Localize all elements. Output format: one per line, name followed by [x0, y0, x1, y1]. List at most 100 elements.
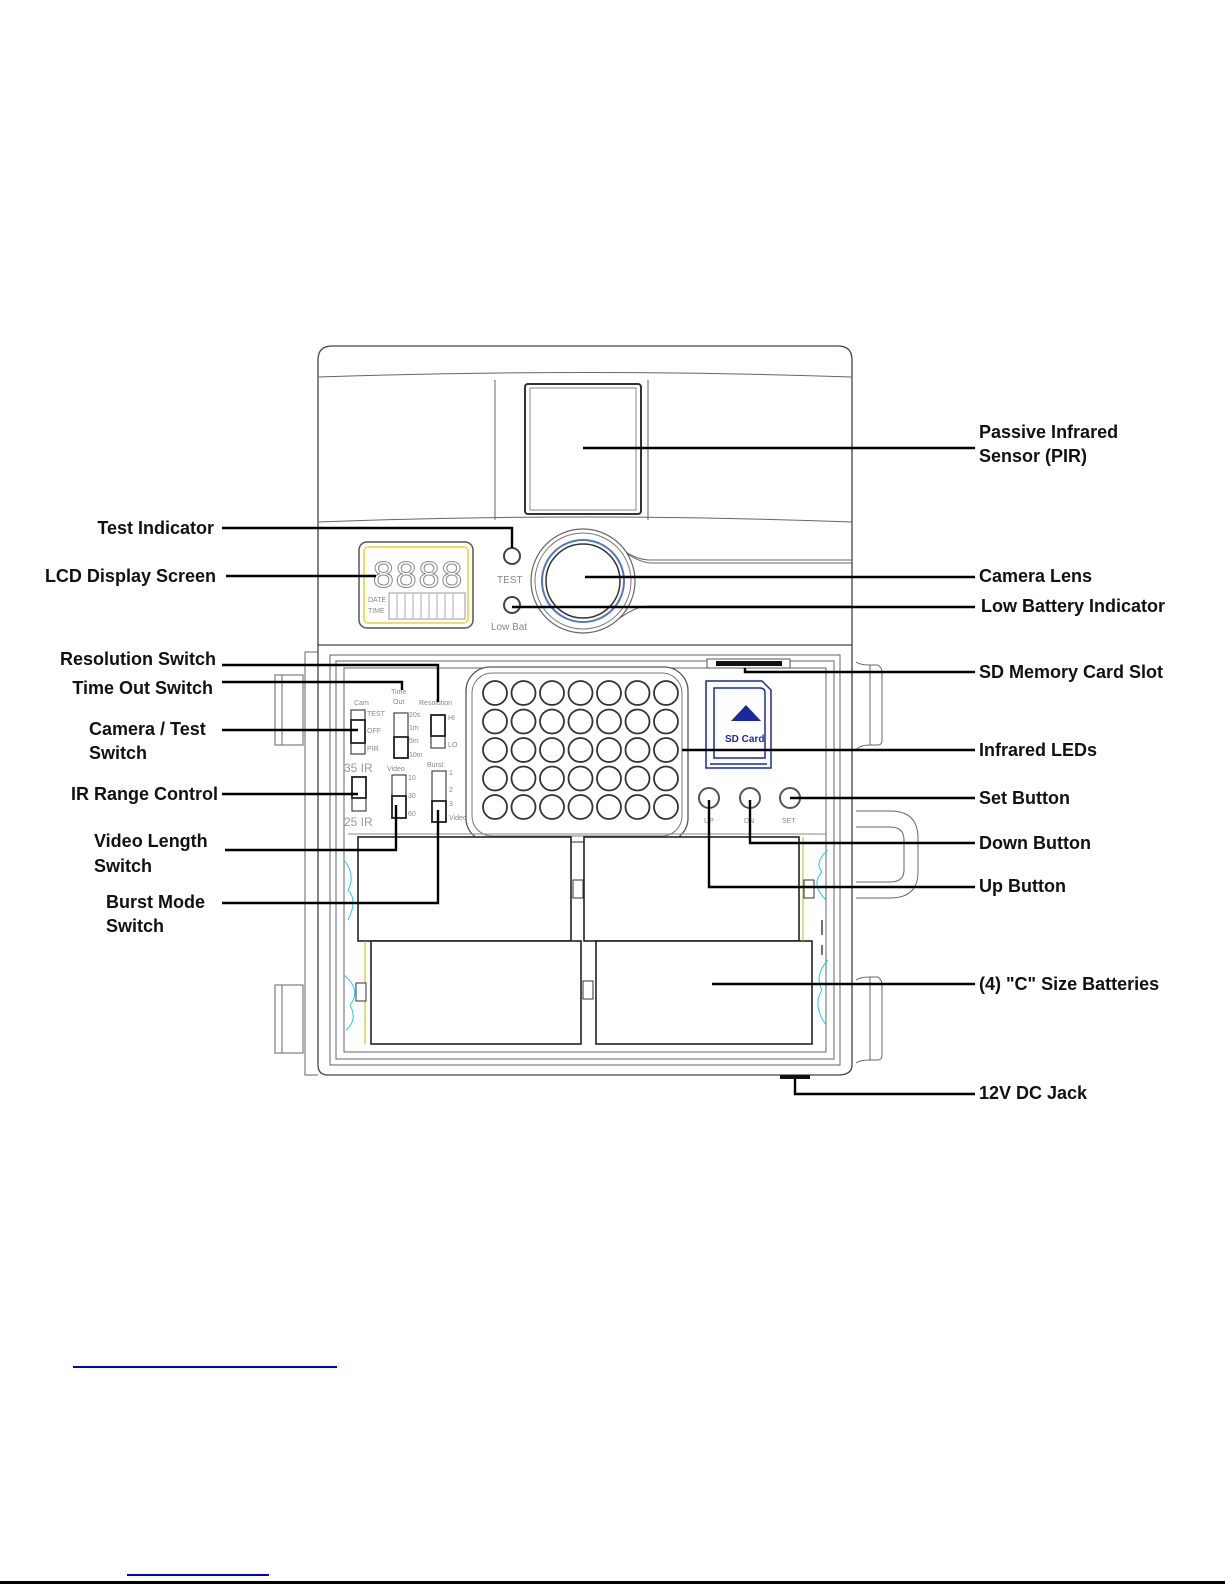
infrared-led: [596, 794, 622, 820]
test-indicator-led: [503, 547, 521, 565]
cam-option-test: TEST: [367, 711, 386, 718]
label-low-battery-indicator: Low Battery Indicator: [981, 596, 1165, 616]
label-ir-range-control: IR Range Control: [71, 784, 218, 804]
cam-option-pir: PIR: [367, 746, 379, 753]
battery-3: [370, 940, 582, 1045]
video-option-30: 30: [408, 793, 416, 800]
empty-link[interactable]: [73, 1366, 337, 1368]
infrared-led: [539, 794, 565, 820]
resolution-switch[interactable]: [430, 714, 446, 749]
label-c-size-batteries: (4) "C" Size Batteries: [979, 974, 1159, 994]
time-out-option-5m: 5m: [409, 738, 419, 745]
infrared-led: [567, 794, 594, 820]
bottom-divider: [0, 1581, 1225, 1584]
ir-35-label: 35 IR: [344, 761, 373, 775]
labels-right: Passive Infrared Sensor (PIR) Camera Len…: [979, 422, 1165, 1103]
lcd-date-label: DATE: [368, 597, 386, 604]
infrared-led: [653, 680, 679, 706]
infrared-led: [596, 680, 622, 706]
label-time-out-switch: Time Out Switch: [72, 678, 213, 698]
empty-link[interactable]: [127, 1574, 269, 1576]
eject-arrow-icon: [731, 705, 761, 721]
resolution-option-lo: LO: [448, 742, 458, 749]
label-burst-mode-switch-1: Burst Mode: [106, 892, 205, 912]
battery-spring-icon: [817, 959, 829, 1026]
infrared-led: [510, 737, 537, 763]
infrared-led: [653, 794, 679, 820]
lcd-digits: 8888: [372, 556, 463, 599]
infrared-led: [539, 708, 565, 735]
label-sd-memory-card-slot: SD Memory Card Slot: [979, 662, 1163, 682]
infrared-led: [596, 737, 622, 763]
infrared-led: [510, 794, 537, 820]
infrared-led: [624, 708, 651, 735]
infrared-led: [624, 765, 651, 792]
set-button-label: SET: [782, 818, 796, 825]
battery-1: [357, 836, 572, 942]
infrared-led: [596, 765, 622, 792]
cam-switch[interactable]: [350, 709, 366, 755]
infrared-led-array: [465, 666, 689, 843]
infrared-led: [624, 737, 651, 763]
cam-option-off: OFF: [367, 728, 381, 735]
labels-left: Test Indicator LCD Display Screen Resolu…: [45, 518, 218, 936]
battery-compartment: [343, 833, 829, 1045]
test-label: TEST: [497, 575, 523, 586]
camera-housing: [274, 345, 919, 1076]
infrared-led: [624, 794, 651, 820]
infrared-led: [653, 708, 679, 735]
label-infrared-leds: Infrared LEDs: [979, 740, 1097, 760]
sd-card-label: SD Card: [725, 734, 764, 745]
time-out-title-1: Time: [391, 689, 406, 696]
infrared-led: [567, 737, 594, 763]
infrared-led: [510, 708, 537, 735]
battery-spring-icon: [816, 849, 829, 901]
battery-spring-icon: [343, 859, 354, 921]
label-camera-test-switch-2: Switch: [89, 743, 147, 763]
infrared-led: [653, 765, 679, 792]
sd-card: SD Card: [705, 680, 772, 769]
video-option-60: 60: [408, 811, 416, 818]
infrared-led: [510, 680, 537, 706]
lcd-time-label: TIME: [368, 608, 385, 615]
infrared-led: [567, 708, 594, 735]
burst-option-video: Video: [449, 815, 467, 822]
label-up-button: Up Button: [979, 876, 1066, 896]
video-title: Video: [387, 766, 405, 773]
dc-jack: [780, 1075, 810, 1079]
leader-lines: [222, 446, 975, 1096]
infrared-led: [482, 737, 508, 763]
burst-option-1: 1: [449, 770, 453, 777]
infrared-led: [624, 680, 651, 706]
infrared-led: [482, 680, 508, 706]
label-camera-lens: Camera Lens: [979, 566, 1092, 586]
infrared-led: [539, 765, 565, 792]
infrared-led: [482, 708, 508, 735]
infrared-led: [482, 794, 508, 820]
infrared-led: [482, 765, 508, 792]
infrared-led: [539, 737, 565, 763]
infrared-led: [567, 765, 594, 792]
resolution-title: Resolution: [419, 700, 452, 707]
label-burst-mode-switch-2: Switch: [106, 916, 164, 936]
ir-25-label: 25 IR: [344, 815, 373, 829]
label-set-button: Set Button: [979, 788, 1070, 808]
cam-switch-title: Cam: [354, 700, 369, 707]
time-out-option-20s: 20s: [409, 712, 421, 719]
label-resolution-switch: Resolution Switch: [60, 649, 216, 669]
resolution-option-hi: HI: [448, 715, 455, 722]
label-down-button: Down Button: [979, 833, 1091, 853]
label-camera-test-switch-1: Camera / Test: [89, 719, 206, 739]
label-video-length-switch-2: Switch: [94, 856, 152, 876]
infrared-led: [653, 737, 679, 763]
infrared-led: [567, 680, 594, 706]
time-out-title-2: Out: [393, 699, 404, 706]
label-pir-2: Sensor (PIR): [979, 446, 1087, 466]
camera-lens: [530, 528, 852, 634]
label-pir-1: Passive Infrared: [979, 422, 1118, 442]
low-bat-label: Low Bat: [491, 622, 527, 633]
time-out-switch[interactable]: [393, 712, 409, 759]
label-dc-jack: 12V DC Jack: [979, 1083, 1088, 1103]
lcd-display: 8888 DATE TIME: [358, 541, 474, 629]
